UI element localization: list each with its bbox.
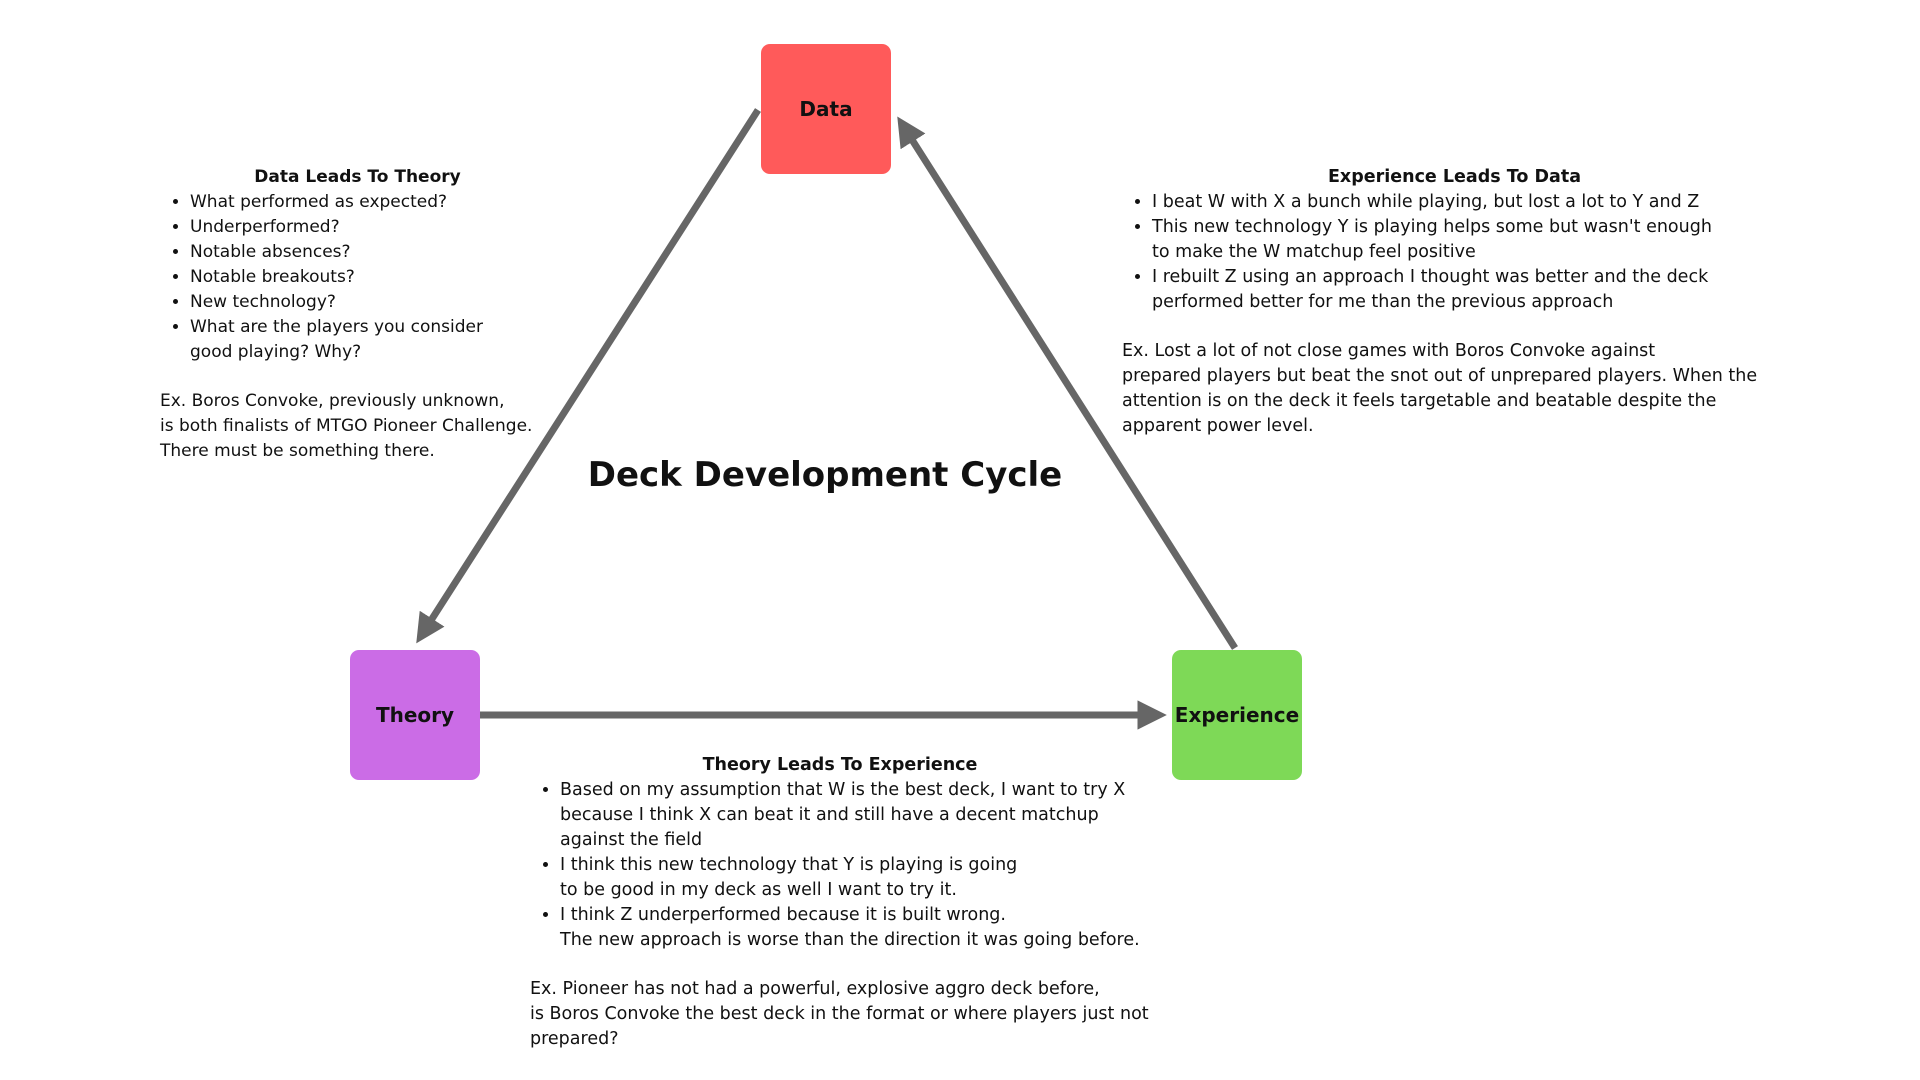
list-item: I think Z underperformed because it is b…: [560, 903, 1150, 953]
note-example: Ex. Boros Convoke, previously unknown, i…: [160, 391, 533, 461]
note-example: Ex. Lost a lot of not close games with B…: [1122, 341, 1758, 436]
note-heading: Theory Leads To Experience: [702, 755, 978, 775]
node-theory-label: Theory: [375, 703, 455, 727]
node-theory: Theory: [350, 650, 480, 780]
data-leads-to-theory-note: Data Leads To Theory What performed as e…: [160, 165, 555, 464]
node-experience-label: Experience: [1174, 703, 1300, 727]
arrow-data-to-theory: [416, 108, 761, 644]
list-item: What performed as expected?: [190, 190, 555, 215]
theory-leads-to-experience-note: Theory Leads To Experience Based on my a…: [530, 753, 1150, 1052]
note-heading: Data Leads To Theory: [254, 167, 461, 187]
list-item: Underperformed?: [190, 215, 555, 240]
list-item: Notable breakouts?: [190, 265, 555, 290]
list-item: I beat W with X a bunch while playing, b…: [1152, 190, 1787, 215]
node-data-label: Data: [799, 97, 853, 121]
experience-leads-to-data-note: Experience Leads To Data I beat W with X…: [1122, 165, 1787, 439]
list-item: I think this new technology that Y is pl…: [560, 853, 1150, 903]
list-item: What are the players you consider good p…: [190, 315, 555, 365]
list-item: This new technology Y is playing helps s…: [1152, 215, 1787, 265]
node-data: Data: [761, 44, 891, 174]
note-bullet-list: Based on my assumption that W is the bes…: [530, 778, 1150, 953]
list-item: New technology?: [190, 290, 555, 315]
list-item: Notable absences?: [190, 240, 555, 265]
note-bullet-list: I beat W with X a bunch while playing, b…: [1122, 190, 1787, 315]
node-experience: Experience: [1172, 650, 1302, 780]
note-bullet-list: What performed as expected? Underperform…: [160, 190, 555, 365]
note-example: Ex. Pioneer has not had a powerful, expl…: [530, 979, 1149, 1049]
list-item: I rebuilt Z using an approach I thought …: [1152, 265, 1787, 315]
list-item: Based on my assumption that W is the bes…: [560, 778, 1150, 853]
diagram-title: Deck Development Cycle: [587, 455, 1063, 495]
arrow-experience-to-data: [897, 116, 1238, 650]
note-heading: Experience Leads To Data: [1327, 167, 1582, 187]
